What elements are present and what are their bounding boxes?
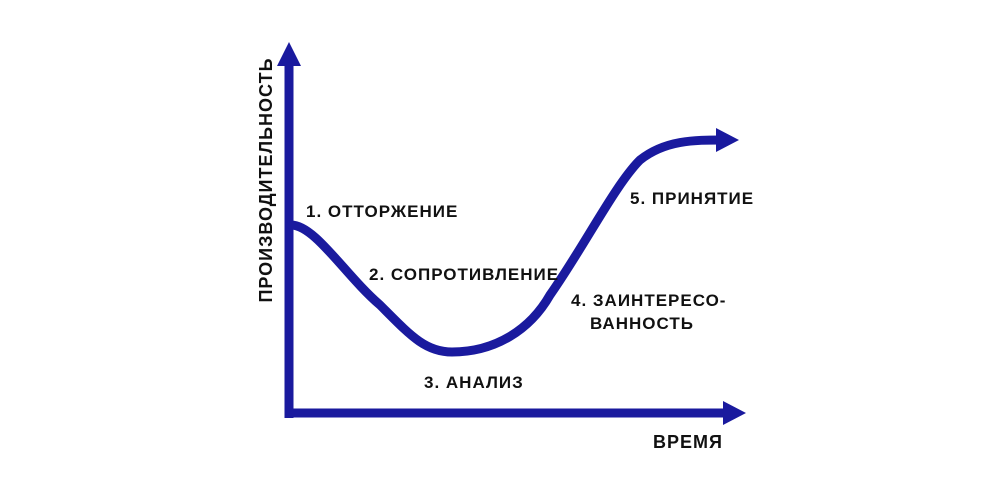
x-axis-label: ВРЕМЯ (653, 432, 723, 452)
x-axis-arrowhead (723, 401, 746, 425)
y-axis (277, 42, 301, 418)
curve-arrowhead (716, 128, 739, 152)
change-curve (286, 128, 739, 357)
y-axis-arrowhead (277, 42, 301, 66)
stage-label-rejection: 1. ОТТОРЖЕНИЕ (306, 202, 458, 221)
stage-label-analysis: 3. АНАЛИЗ (424, 373, 524, 392)
x-axis (285, 401, 746, 425)
stage-label-interest-line1: 4. ЗАИНТЕРЕСО- (571, 291, 726, 310)
stage-label-resistance: 2. СОПРОТИВЛЕНИЕ (369, 265, 559, 284)
curve-line (286, 135, 727, 357)
stage-label-acceptance: 5. ПРИНЯТИЕ (630, 189, 754, 208)
y-axis-label: ПРОИЗВОДИТЕЛЬНОСТЬ (256, 57, 276, 302)
stage-label-interest-line2: ВАННОСТЬ (590, 314, 694, 333)
